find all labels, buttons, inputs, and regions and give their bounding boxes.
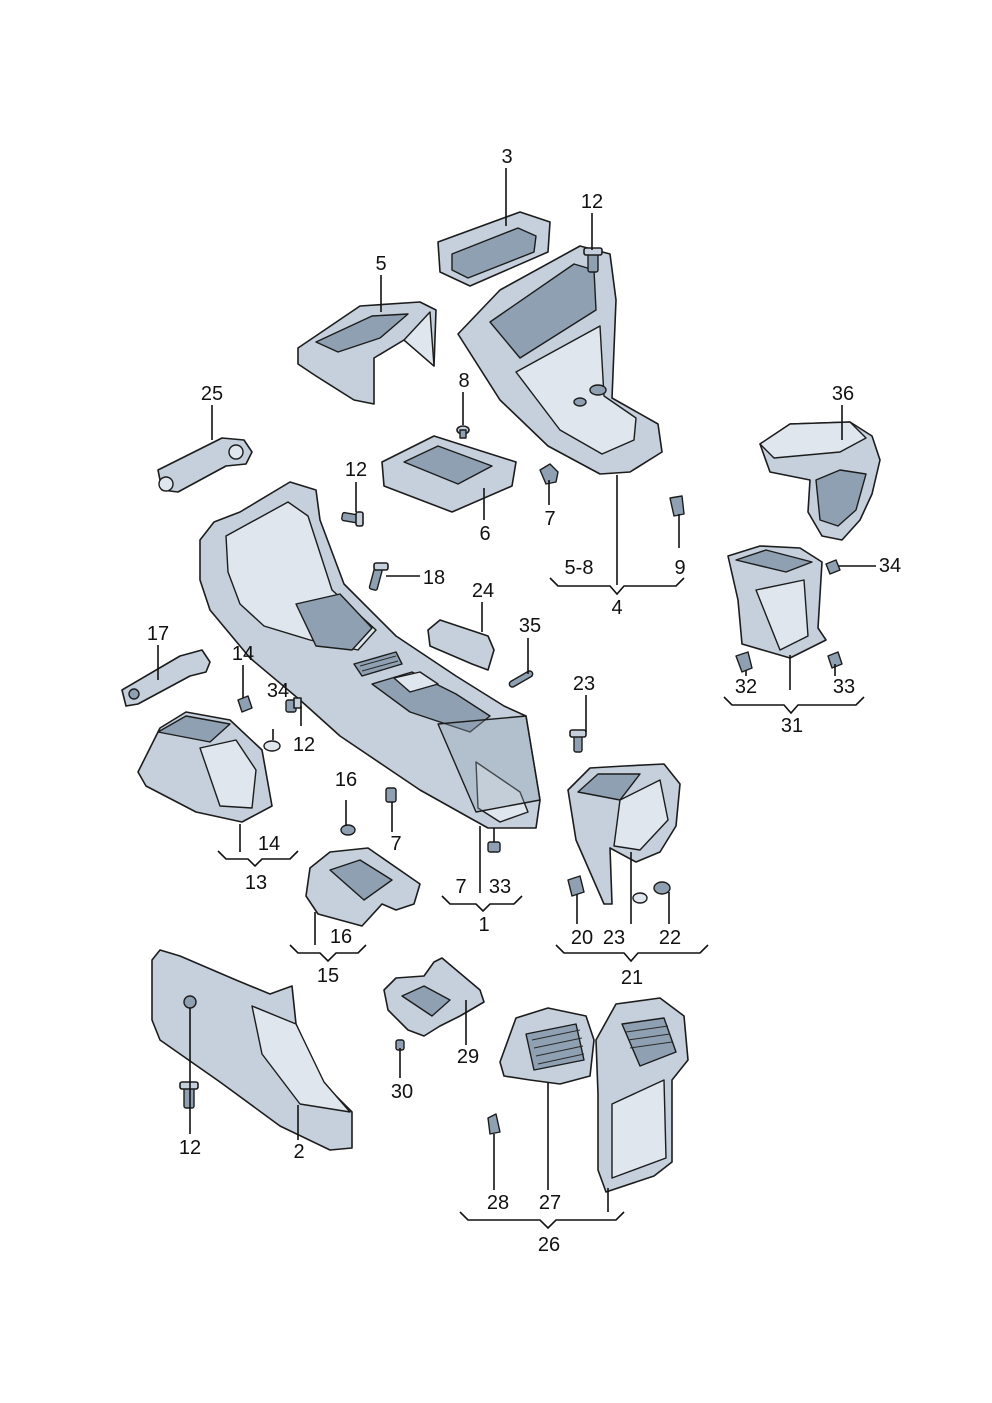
label-23-top: 23 bbox=[573, 673, 595, 695]
label-12-top: 12 bbox=[581, 191, 603, 213]
label-21: 21 bbox=[621, 967, 643, 989]
part-36-armrest bbox=[759, 421, 881, 541]
leader-lines bbox=[157, 168, 876, 1212]
label-16-bottom: 16 bbox=[330, 926, 352, 948]
part-5-bracket bbox=[297, 301, 437, 405]
label-13: 13 bbox=[245, 872, 267, 894]
label-35: 35 bbox=[519, 615, 541, 637]
part-7-clip-top bbox=[539, 463, 559, 485]
part-8-pin bbox=[456, 425, 470, 439]
label-16-top: 16 bbox=[335, 769, 357, 791]
part-15-bracket bbox=[305, 847, 421, 927]
label-5: 5 bbox=[375, 253, 386, 275]
part-2-side-cover bbox=[151, 949, 353, 1151]
part-35-pin bbox=[508, 670, 534, 688]
part-23-screw bbox=[569, 729, 587, 753]
label-7-bottom: 7 bbox=[455, 876, 466, 898]
label-20: 20 bbox=[571, 927, 593, 949]
label-32: 32 bbox=[735, 676, 757, 698]
label-22: 22 bbox=[659, 927, 681, 949]
group-brackets bbox=[217, 577, 865, 1230]
label-8: 8 bbox=[458, 370, 469, 392]
part-12-screw-bottom bbox=[179, 1081, 199, 1109]
label-30: 30 bbox=[391, 1081, 413, 1103]
label-2: 2 bbox=[293, 1141, 304, 1163]
part-18-screw bbox=[368, 562, 389, 591]
part-20-clip bbox=[567, 875, 585, 897]
label-14-top: 14 bbox=[232, 643, 254, 665]
label-18: 18 bbox=[423, 567, 445, 589]
part-7-clip-mid bbox=[385, 787, 397, 803]
part-24-cover bbox=[427, 619, 495, 671]
label-27: 27 bbox=[539, 1192, 561, 1214]
label-26: 26 bbox=[538, 1234, 560, 1256]
part-34-clip-right bbox=[825, 559, 841, 575]
label-23-bottom: 23 bbox=[603, 927, 625, 949]
part-21-side-duct bbox=[567, 763, 681, 905]
part-9-clip bbox=[669, 495, 685, 517]
part-14-clip bbox=[237, 695, 253, 713]
part-13-storage-box bbox=[137, 711, 273, 823]
part-27-vent-housing bbox=[499, 1007, 595, 1085]
label-33-right: 33 bbox=[833, 676, 855, 698]
label-14-bottom: 14 bbox=[258, 833, 280, 855]
label-9: 9 bbox=[674, 557, 685, 579]
label-7-top: 7 bbox=[544, 508, 555, 530]
label-25: 25 bbox=[201, 383, 223, 405]
label-12-mid: 12 bbox=[345, 459, 367, 481]
label-7-mid: 7 bbox=[390, 833, 401, 855]
part-23-cap bbox=[632, 892, 648, 904]
part-28-clip bbox=[487, 1113, 501, 1135]
part-12-screw-mid bbox=[341, 511, 364, 527]
part-washer bbox=[263, 740, 281, 752]
part-17-bracket bbox=[121, 649, 211, 707]
part-4-upper-frame bbox=[457, 245, 663, 475]
label-31: 31 bbox=[781, 715, 803, 737]
label-5-8: 5-8 bbox=[565, 557, 594, 579]
label-1: 1 bbox=[478, 914, 489, 936]
part-16-plug bbox=[340, 824, 356, 836]
label-34-right: 34 bbox=[879, 555, 901, 577]
label-34-left: 34 bbox=[267, 680, 289, 702]
label-17: 17 bbox=[147, 623, 169, 645]
part-29-frame bbox=[383, 957, 485, 1037]
part-1-main-console bbox=[199, 481, 541, 829]
label-36: 36 bbox=[832, 383, 854, 405]
label-4: 4 bbox=[611, 597, 622, 619]
part-6-tray bbox=[381, 435, 517, 513]
part-31-armrest-base bbox=[727, 545, 827, 659]
label-12-bottom: 12 bbox=[179, 1137, 201, 1159]
part-labels: 3 12 5 8 25 36 12 6 7 18 24 5-8 9 4 34 1… bbox=[147, 146, 901, 1256]
label-6: 6 bbox=[479, 523, 490, 545]
label-3: 3 bbox=[501, 146, 512, 168]
part-33-clip-right bbox=[827, 651, 843, 669]
part-25-bracket bbox=[157, 437, 253, 493]
part-26-rear-panel bbox=[595, 997, 689, 1193]
label-33-mid: 33 bbox=[489, 876, 511, 898]
label-28: 28 bbox=[487, 1192, 509, 1214]
part-32-clip bbox=[735, 651, 753, 673]
label-24: 24 bbox=[472, 580, 494, 602]
part-12-screw-top bbox=[583, 247, 603, 273]
part-33-clip-mid bbox=[487, 841, 501, 853]
part-34-screw bbox=[285, 697, 302, 713]
label-15: 15 bbox=[317, 965, 339, 987]
label-12-left: 12 bbox=[293, 734, 315, 756]
part-22-cap bbox=[653, 881, 671, 895]
part-3-cover-trim bbox=[437, 211, 551, 287]
label-29: 29 bbox=[457, 1046, 479, 1068]
